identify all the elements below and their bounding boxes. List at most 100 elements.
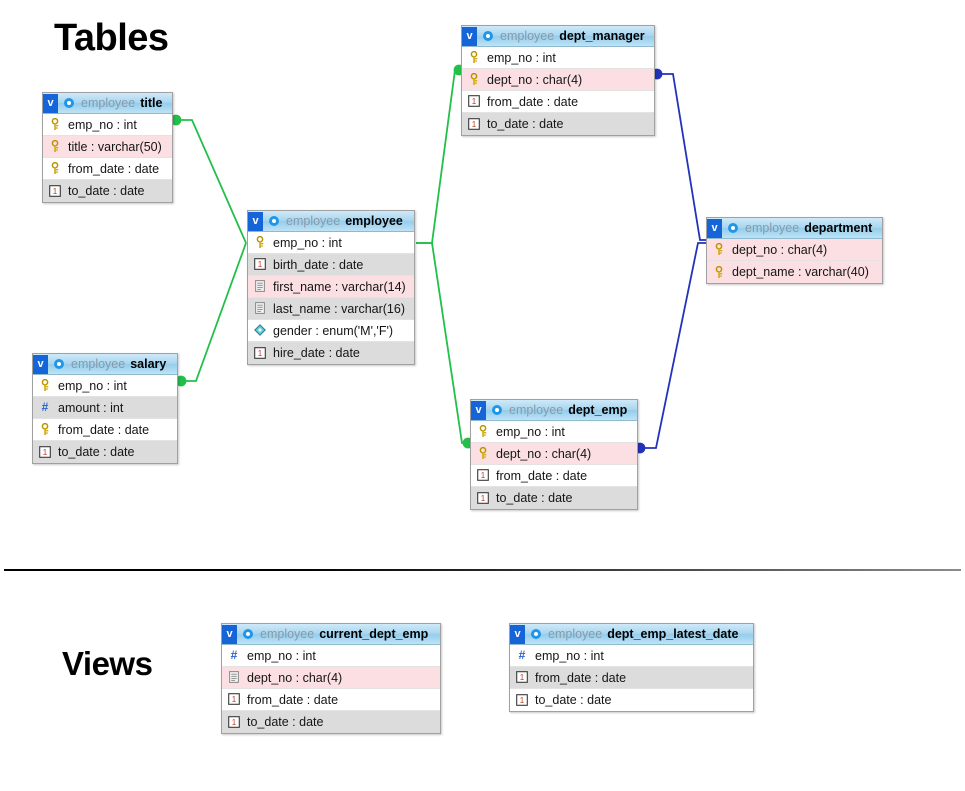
column-row[interactable]: 1 from_date : date xyxy=(510,667,753,689)
column-label: to_date : date xyxy=(487,117,564,131)
column-label: emp_no : int xyxy=(496,424,565,439)
column-label: emp_no : int xyxy=(535,648,604,663)
section-divider xyxy=(4,569,961,571)
entity-schema-label: employee xyxy=(81,96,136,110)
column-row[interactable]: 1 to_date : date xyxy=(462,113,654,135)
view-badge-icon: v xyxy=(510,624,525,644)
text-icon xyxy=(254,302,266,315)
entity-schema-label: employee xyxy=(509,403,564,417)
date-icon: 1 xyxy=(254,346,266,360)
column-label: from_date : date xyxy=(496,468,588,483)
column-label: amount : int xyxy=(58,400,124,415)
enum-icon xyxy=(254,324,266,337)
svg-text:1: 1 xyxy=(520,673,525,682)
column-row[interactable]: emp_no : int xyxy=(462,47,654,69)
key-icon xyxy=(468,50,480,64)
column-row[interactable]: dept_name : varchar(40) xyxy=(707,261,882,283)
key-icon xyxy=(49,117,61,131)
column-row[interactable]: # amount : int xyxy=(33,397,177,419)
entity-schema-label: employee xyxy=(286,214,341,228)
column-row[interactable]: dept_no : char(4) xyxy=(707,239,882,261)
svg-text:1: 1 xyxy=(520,696,525,705)
column-label: to_date : date xyxy=(58,445,135,459)
column-row[interactable]: from_date : date xyxy=(33,419,177,441)
column-row[interactable]: emp_no : int xyxy=(248,232,414,254)
column-row[interactable]: emp_no : int xyxy=(471,421,637,443)
column-row[interactable]: emp_no : int xyxy=(43,114,172,136)
gear-icon xyxy=(530,628,542,640)
column-row[interactable]: first_name : varchar(14) xyxy=(248,276,414,298)
column-label: title : varchar(50) xyxy=(68,139,162,154)
date-icon: 1 xyxy=(49,184,61,198)
column-row[interactable]: from_date : date xyxy=(43,158,172,180)
column-label: emp_no : int xyxy=(273,235,342,250)
svg-text:1: 1 xyxy=(481,471,486,480)
tables-section-title: Tables xyxy=(54,17,169,59)
column-label: birth_date : date xyxy=(273,257,364,272)
column-row[interactable]: #emp_no : int xyxy=(222,645,440,667)
view-badge-icon: v xyxy=(471,400,486,420)
column-label: emp_no : int xyxy=(68,117,137,132)
number-icon: # xyxy=(39,400,51,414)
gear-icon xyxy=(63,97,75,109)
svg-text:1: 1 xyxy=(232,695,237,704)
number-icon: # xyxy=(228,648,240,662)
text-icon xyxy=(254,280,266,293)
date-icon: 1 xyxy=(516,693,528,707)
column-label: dept_name : varchar(40) xyxy=(732,265,869,279)
svg-text:1: 1 xyxy=(53,187,58,196)
column-label: dept_no : char(4) xyxy=(247,670,343,685)
column-label: from_date : date xyxy=(535,670,627,685)
entity-name-label: employee xyxy=(345,214,403,228)
entity-schema-label: employee xyxy=(745,221,800,235)
date-icon: 1 xyxy=(516,671,528,684)
column-row[interactable]: dept_no : char(4) xyxy=(462,69,654,91)
column-row[interactable]: last_name : varchar(16) xyxy=(248,298,414,320)
column-row[interactable]: gender : enum('M','F') xyxy=(248,320,414,342)
views-section-title: Views xyxy=(62,645,153,682)
entity-name-label: dept_manager xyxy=(559,29,645,43)
gear-icon xyxy=(727,222,739,234)
column-row[interactable]: emp_no : int xyxy=(33,375,177,397)
svg-text:1: 1 xyxy=(481,494,486,503)
column-row[interactable]: title : varchar(50) xyxy=(43,136,172,158)
svg-text:1: 1 xyxy=(258,260,263,269)
entity-name-label: salary xyxy=(130,357,167,371)
key-icon xyxy=(254,235,266,249)
column-label: last_name : varchar(16) xyxy=(273,301,406,316)
column-row[interactable]: dept_no : char(4) xyxy=(222,667,440,689)
column-row[interactable]: dept_no : char(4) xyxy=(471,443,637,465)
svg-text:1: 1 xyxy=(472,120,477,129)
number-icon: # xyxy=(516,648,528,662)
column-row[interactable]: 1 from_date : date xyxy=(471,465,637,487)
column-row[interactable]: 1 birth_date : date xyxy=(248,254,414,276)
date-icon: 1 xyxy=(228,715,240,729)
column-row[interactable]: # emp_no : int xyxy=(510,645,753,667)
column-label: from_date : date xyxy=(68,161,160,176)
key-icon xyxy=(39,378,51,392)
